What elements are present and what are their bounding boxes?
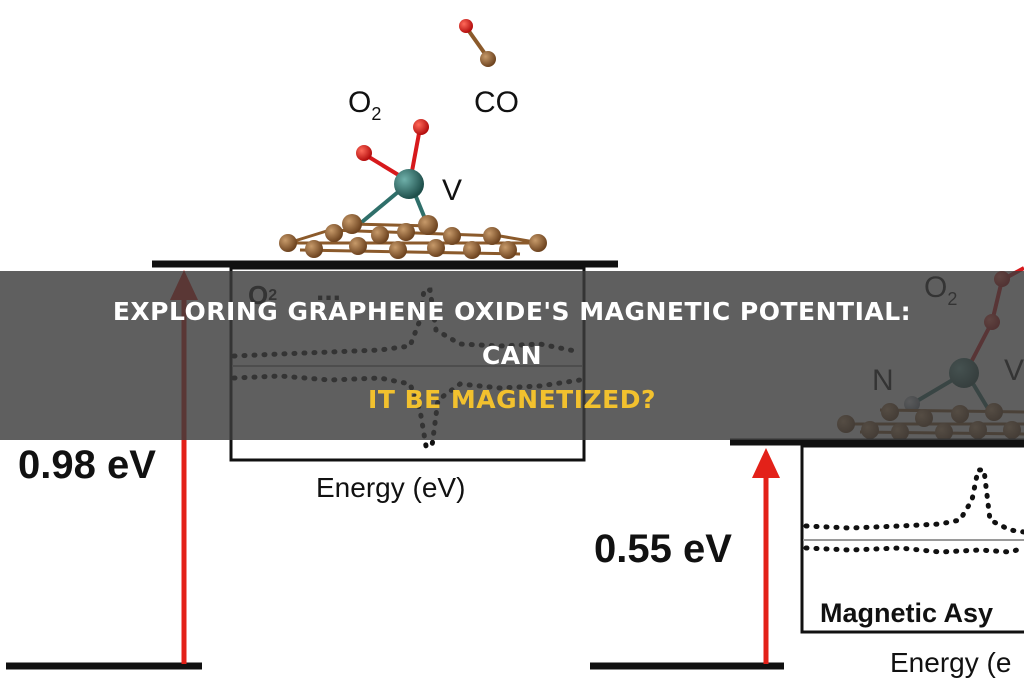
title-overlay-band: Exploring Graphene Oxide's Magnetic Pote…: [0, 271, 1024, 440]
energy-gap-right: 0.55 eV: [594, 527, 732, 571]
vanadium-atom-left: [394, 169, 424, 199]
inset-caption-right: Magnetic Asy: [820, 598, 993, 628]
o2-on-vanadium: [348, 119, 430, 234]
dos-curve-right-upper: [803, 467, 1024, 535]
x-axis-label-right: Energy (e: [890, 647, 1011, 678]
energy-arrowhead-right: [752, 448, 780, 478]
co-molecule: [459, 19, 496, 67]
carbon-atoms-left: [279, 214, 547, 259]
graphene-sheet-left: [287, 222, 541, 256]
v-label-left: V: [442, 174, 462, 207]
headline-line-2: It Be Magnetized?: [368, 384, 656, 414]
o2-label-left: O2: [348, 86, 381, 124]
dos-curve-right-lower: [803, 545, 1024, 555]
headline-line-1: Exploring Graphene Oxide's Magnetic Pote…: [112, 296, 912, 370]
x-axis-label-left: Energy (eV): [316, 472, 465, 503]
energy-gap-left: 0.98 eV: [18, 443, 156, 487]
co-label: CO: [474, 86, 519, 119]
headline: Exploring Graphene Oxide's Magnetic Pote…: [82, 290, 942, 422]
inset-plot-right: [800, 444, 1024, 634]
